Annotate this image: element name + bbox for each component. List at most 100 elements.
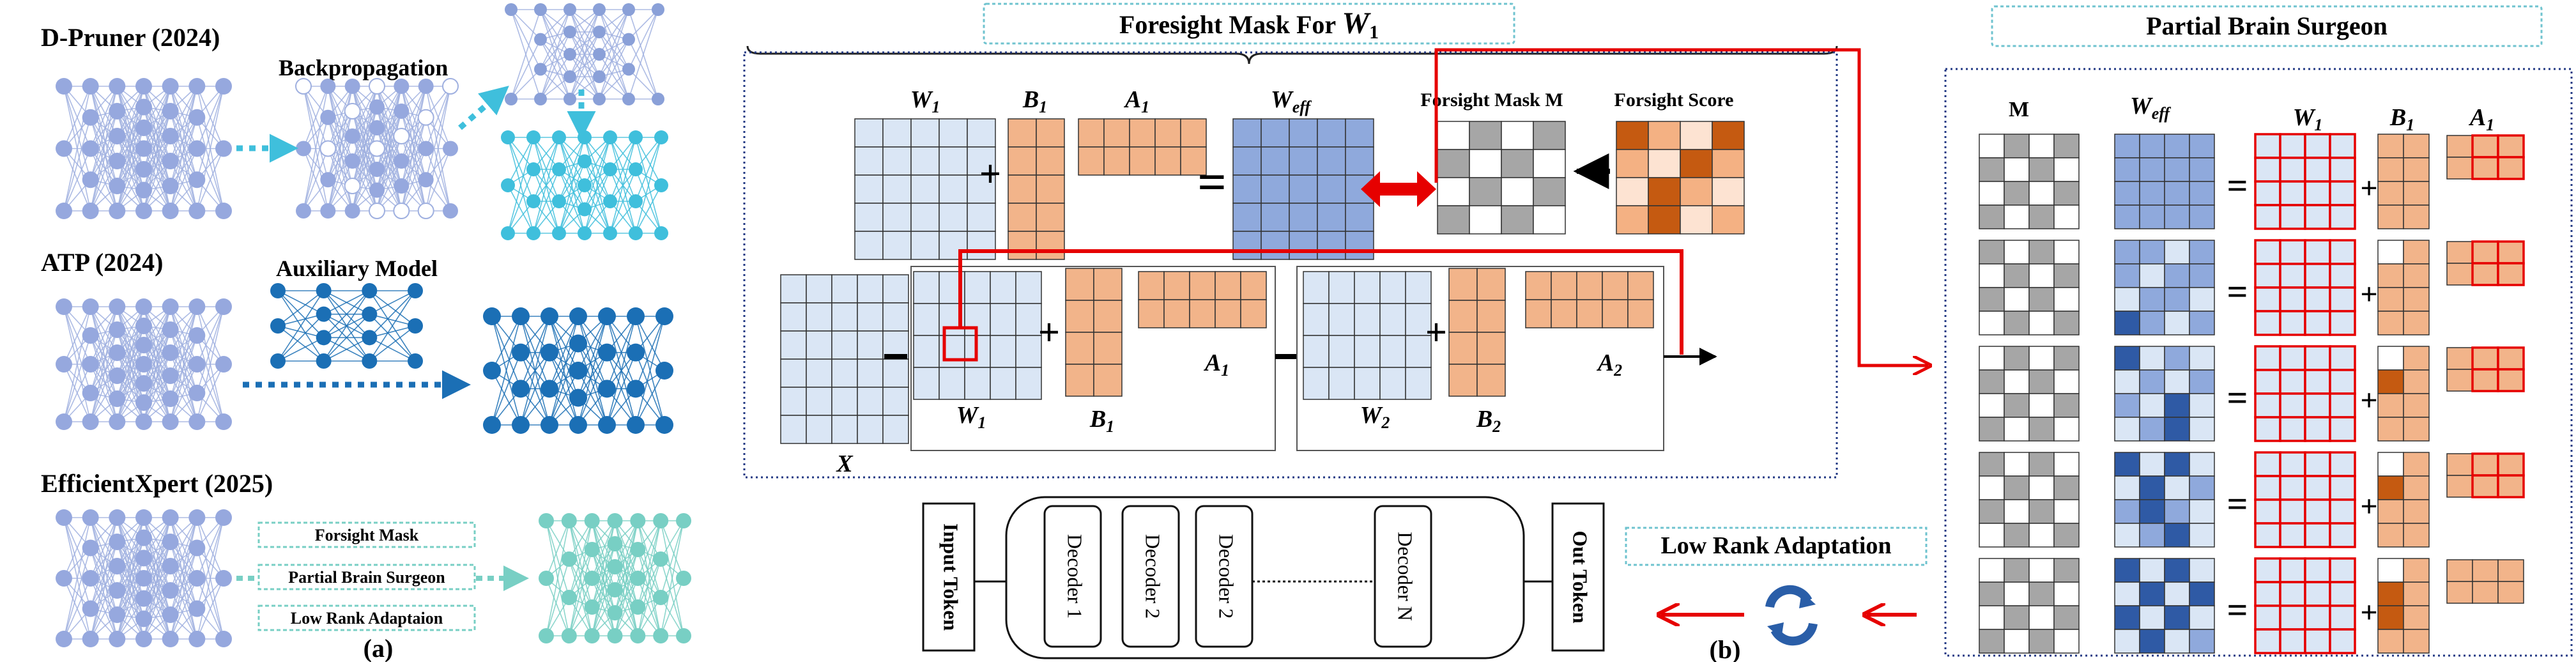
network-node (501, 226, 515, 240)
matrix-cell (910, 146, 940, 176)
network-node (56, 631, 72, 647)
plus-sign: + (2360, 489, 2377, 523)
matrix-cell (2004, 629, 2030, 654)
network-edge (606, 352, 636, 426)
network-node (215, 570, 232, 587)
matrix-cell (2114, 475, 2140, 500)
matrix-cell (2028, 287, 2055, 312)
tag-box (257, 564, 476, 590)
network-edge (635, 352, 665, 426)
network-edge (599, 54, 629, 100)
network-edge (169, 329, 198, 394)
network-edge (549, 316, 579, 389)
matrix-cell (1232, 146, 1262, 176)
matrix-cell (1215, 271, 1241, 300)
network-edge (196, 148, 224, 212)
network-node (162, 178, 179, 194)
network-icon (56, 509, 232, 647)
network-edge (533, 137, 560, 234)
network-edge (63, 364, 91, 422)
network-node (215, 140, 232, 157)
matrix-cell (1354, 367, 1381, 400)
foresight-mask-matrix (1437, 121, 1566, 235)
network-edge (591, 566, 616, 608)
matrix-cell (2304, 180, 2331, 206)
network-edge (425, 86, 451, 149)
network-node (654, 130, 668, 144)
matrix-cell (2028, 181, 2055, 206)
matrix-cell (857, 302, 884, 332)
network-node (270, 353, 286, 369)
network-edge (614, 520, 639, 590)
pbs-panel: Partial Brain Surgeon M Weff W1 B1 A1 =+… (1944, 5, 2573, 657)
network-node (417, 109, 434, 126)
network-node (316, 306, 332, 322)
network-node (578, 178, 592, 192)
network-node (109, 128, 126, 144)
matrix-cell (1476, 300, 1506, 333)
network-node (135, 509, 152, 526)
matrix-cell (857, 358, 884, 388)
matrix-cell (2028, 263, 2055, 288)
dpruner-title: D-Pruner (2024) (41, 23, 220, 52)
network-node (630, 628, 646, 643)
network-edge (507, 185, 534, 234)
matrix-cell (2279, 180, 2306, 206)
matrix-cell (2279, 286, 2306, 312)
network-edge (660, 578, 684, 636)
network-node (135, 413, 152, 430)
matrix-cell (882, 146, 912, 176)
network-node (162, 298, 179, 315)
matrix-cell (1448, 364, 1478, 397)
matrix-cell (806, 330, 832, 360)
matrix-cell (2446, 347, 2473, 370)
network-node (512, 307, 530, 325)
matrix-cell (2164, 346, 2190, 371)
matrix-cell (831, 358, 858, 388)
network-edge (169, 111, 198, 180)
matrix-cell (857, 330, 884, 360)
network-edge (89, 335, 118, 422)
matrix-cell (2403, 204, 2430, 229)
matrix-cell (2329, 581, 2356, 607)
matrix-cell (2164, 157, 2190, 182)
matrix-cell (2004, 523, 2030, 548)
matrix-cell (2164, 475, 2190, 500)
matrix-cell (939, 231, 968, 260)
matrix-cell (2053, 181, 2080, 206)
network-edge (637, 520, 661, 598)
network-node (569, 362, 587, 380)
matrix-cell (939, 146, 968, 176)
network-node (316, 353, 332, 369)
network-node (593, 26, 606, 38)
auxiliary-network-icon (270, 283, 423, 369)
pbs-title-box (1991, 5, 2543, 47)
network-node (135, 161, 152, 178)
network-edge (507, 137, 534, 202)
atp-title: ATP (2024) (41, 248, 163, 277)
network-edge (369, 290, 416, 338)
network-edge (599, 68, 629, 100)
matrix-cell (882, 415, 909, 444)
matrix-cell (1979, 605, 2005, 630)
network-edge (635, 370, 665, 426)
a1-matrix (1138, 271, 1267, 328)
matrix-cell (1602, 271, 1629, 300)
network-node (607, 536, 623, 551)
matrix-cell (2403, 605, 2430, 630)
network-node (188, 570, 206, 587)
matrix-cell (2403, 499, 2430, 524)
network-node (598, 307, 616, 325)
matrix-cell (1576, 299, 1603, 328)
matrix-cell (1979, 629, 2005, 654)
network-edge (89, 117, 118, 212)
network-edge (143, 541, 171, 599)
pbs-row: =+ (1979, 239, 2525, 336)
matrix-cell (1036, 118, 1065, 148)
matrix-cell (2139, 581, 2165, 606)
matrix-cell (2164, 523, 2190, 548)
matrix-cell (2497, 559, 2524, 582)
matrix-cell (2189, 240, 2215, 265)
network-edge (277, 325, 325, 362)
network-edge (401, 86, 427, 187)
